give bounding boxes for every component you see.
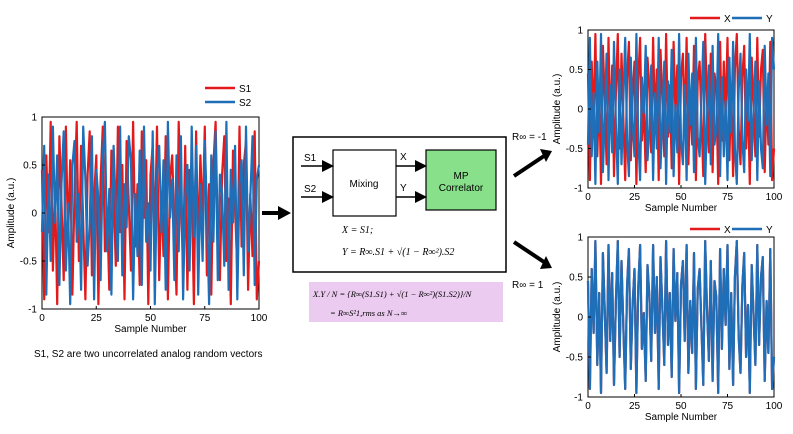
y-tick-label: -0.5: [20, 257, 38, 268]
y-tick-label: 0: [31, 209, 37, 220]
formula-line-2: = R∞S²1,rms as N→∞: [330, 308, 407, 318]
x-tick-label: 75: [722, 192, 734, 203]
y-tick-label: -1: [28, 305, 37, 316]
y-axis-label: Amplitude (a.u.): [6, 178, 17, 249]
formula-line-1: X.Y / N = {R∞(S1.S1) + √(1 − R∞²)(S1.S2)…: [312, 289, 473, 299]
equation-y: Y = R∞.S1 + √(1 − R∞²).S2: [342, 247, 454, 258]
x-tick-label: 75: [199, 313, 211, 324]
y-tick-label: 0: [577, 105, 583, 116]
arrow-to-block: [262, 206, 291, 220]
x-tick-label: 25: [629, 401, 641, 412]
legend-label-y: Y: [766, 14, 773, 25]
y-axis-label: Amplitude (a.u.): [552, 74, 563, 145]
x-tick-label: 50: [675, 401, 687, 412]
y-label: Y: [400, 183, 407, 194]
series-line-y: [586, 239, 776, 395]
input1-label: S1: [304, 153, 317, 164]
x-tick-label: 50: [145, 313, 157, 324]
y-tick-label: 1: [577, 26, 583, 37]
y-tick-label: 1: [577, 233, 583, 244]
r-bottom-label: R∞ = 1: [512, 280, 544, 291]
x-tick-label: 25: [91, 313, 103, 324]
x-tick-label: 0: [39, 313, 45, 324]
x-axis-label: Sample Number: [114, 324, 187, 335]
x-tick-label: 100: [766, 192, 783, 203]
formula-box: [309, 282, 503, 322]
x-tick-label: 0: [585, 401, 591, 412]
mixing-label: Mixing: [350, 179, 379, 190]
legend-label-x: X: [724, 14, 731, 25]
arrow-to-bottom-chart: [512, 240, 552, 269]
legend-label-s1: S1: [239, 84, 252, 95]
x-tick-label: 100: [766, 401, 783, 412]
correlator-block: [425, 149, 497, 211]
y-tick-label: -1: [574, 393, 583, 404]
x-tick-label: 75: [722, 401, 734, 412]
y-tick-label: -1: [574, 184, 583, 195]
x-tick-label: 0: [585, 192, 591, 203]
legend-label-y: Y: [766, 225, 773, 236]
y-tick-label: 0.5: [569, 65, 583, 76]
x-axis-label: Sample Number: [645, 412, 718, 423]
y-tick-label: 0.5: [569, 273, 583, 284]
x-tick-label: 50: [675, 192, 687, 203]
input2-label: S2: [304, 184, 317, 195]
correlator-label-1: MP: [454, 171, 469, 182]
x-axis-label: Sample Number: [645, 203, 718, 214]
x-tick-label: 100: [251, 313, 268, 324]
series-line-y: [586, 32, 776, 186]
x-tick-label: 25: [629, 192, 641, 203]
equation-x: X = S1;: [341, 225, 373, 236]
y-tick-label: 0: [577, 313, 583, 324]
y-tick-label: -0.5: [566, 144, 584, 155]
arrow-to-top-chart: [512, 149, 552, 178]
legend-label-x: X: [724, 225, 731, 236]
x-label: X: [400, 152, 407, 163]
legend-label-s2: S2: [239, 98, 252, 109]
y-tick-label: 1: [31, 113, 37, 124]
r-top-label: R∞ = -1: [512, 132, 547, 143]
y-tick-label: 0.5: [23, 161, 37, 172]
y-axis-label: Amplitude (a.u.): [552, 282, 563, 353]
y-tick-label: -0.5: [566, 353, 584, 364]
correlator-label-2: Correlator: [439, 183, 484, 194]
mixing-block: [332, 149, 397, 217]
block-diagram: Mixing MP Correlator S1 S2 X Y X = S1; Y…: [292, 136, 507, 273]
series-line-s2: [40, 120, 261, 306]
left-caption: S1, S2 are two uncorrelated analog rando…: [34, 349, 262, 360]
